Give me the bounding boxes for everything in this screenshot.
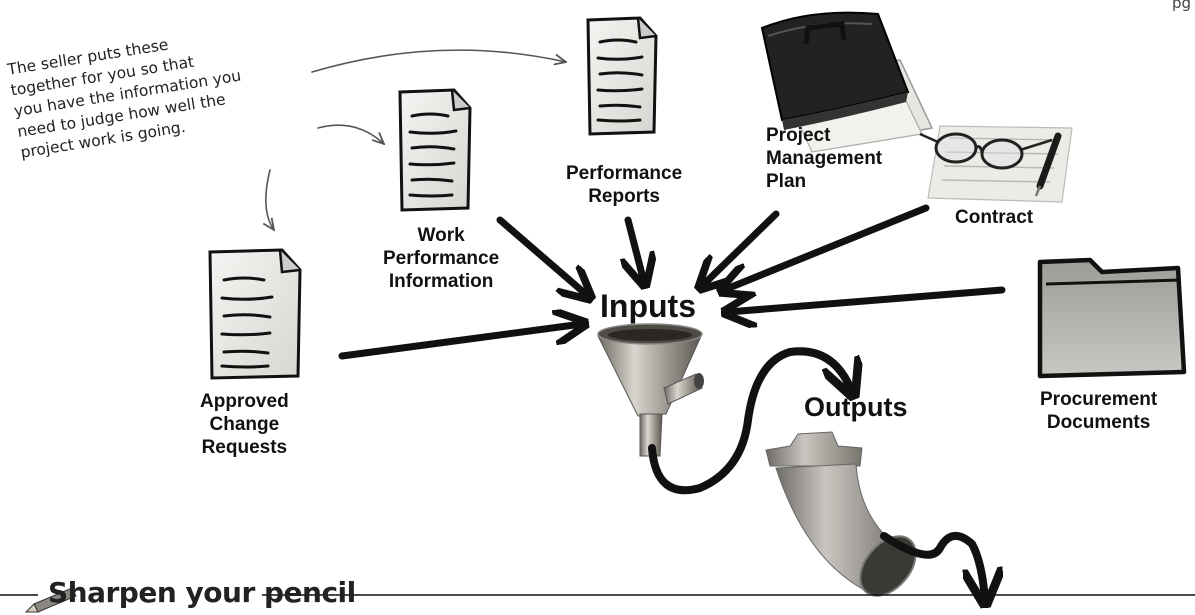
arrow-change-requests-to-inputs (338, 324, 582, 360)
label-line: Management (766, 148, 883, 169)
label-line: Work (417, 225, 465, 246)
output-elbow-pipe-icon (765, 431, 917, 597)
work-performance-information-document-icon (398, 88, 472, 212)
arrow-reports-to-inputs (628, 216, 644, 282)
label-line: Approved (200, 391, 289, 412)
pen-icon (1034, 132, 1062, 197)
approved-change-requests-document-icon (208, 248, 302, 380)
arrow-procurement-to-inputs (728, 286, 1006, 312)
contract-label: Contract (955, 206, 1033, 229)
label-line: Contract (955, 207, 1034, 228)
label-line: Plan (766, 171, 807, 192)
work-performance-information-label: Work Performance Information (383, 224, 499, 293)
inputs-label: Inputs (600, 288, 696, 324)
label-line: Project (766, 125, 831, 146)
note-arrow-to-reports (311, 49, 566, 73)
outputs-label: Outputs (804, 392, 908, 422)
label-line: Performance (566, 163, 683, 184)
arrow-contract-to-inputs (724, 204, 930, 290)
label-line: Change (209, 414, 280, 435)
project-management-plan-label: Project Management Plan (766, 124, 882, 193)
label-line: Reports (588, 186, 660, 207)
pencil-icon (24, 587, 77, 613)
input-funnel-icon (597, 323, 704, 457)
label-line: Procurement (1040, 389, 1158, 410)
performance-reports-label: Performance Reports (566, 162, 682, 208)
funnel-to-outputs-curve (648, 347, 852, 495)
arrow-work-performance-to-inputs (496, 216, 588, 296)
note-arrow-to-change-requests (266, 169, 274, 230)
label-line: Information (388, 271, 494, 292)
label-line: Requests (201, 437, 288, 458)
outputs-exit-curve (880, 532, 985, 600)
label-line: Performance (383, 248, 500, 269)
page-reference: pg (1171, 0, 1191, 12)
folder-icon (1037, 257, 1187, 379)
performance-reports-document-icon (586, 16, 658, 136)
note-arrow-to-work-info (317, 124, 384, 144)
procurement-documents-label: Procurement Documents (1040, 388, 1157, 434)
approved-change-requests-label: Approved Change Requests (200, 390, 289, 459)
eyeglasses-icon (919, 132, 1053, 170)
briefcase-icon (760, 11, 934, 153)
label-line: Documents (1046, 412, 1151, 433)
sharpen-your-pencil-heading: Sharpen your pencil (48, 576, 356, 609)
